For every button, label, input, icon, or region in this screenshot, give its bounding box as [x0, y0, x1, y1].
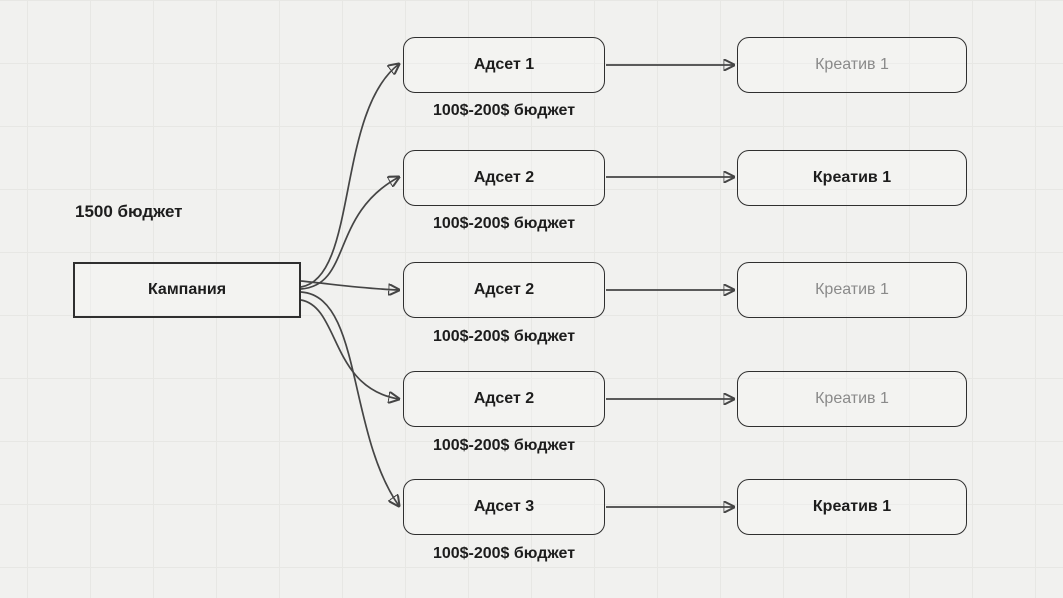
node-campaign[interactable]: Кампания	[73, 262, 301, 318]
adset-4-budget-label[interactable]: 100$-200$ бюджет	[432, 437, 576, 454]
node-campaign-label: Кампания	[147, 281, 227, 298]
edge-campaign-to-adset-1[interactable]	[300, 64, 399, 288]
node-creative-1-label: Креатив 1	[815, 56, 889, 73]
edge-campaign-to-adset-5[interactable]	[300, 291, 399, 506]
node-adset-4[interactable]: Адсет 2	[403, 371, 605, 427]
edge-campaign-to-adset-4[interactable]	[300, 299, 399, 399]
node-adset-5-label: Адсет 3	[473, 498, 535, 515]
node-creative-3[interactable]: Креатив 1	[737, 262, 967, 318]
node-adset-1-label: Адсет 1	[473, 56, 535, 73]
node-creative-1[interactable]: Креатив 1	[737, 37, 967, 93]
node-creative-2[interactable]: Креатив 1	[737, 150, 967, 206]
edge-campaign-to-adset-3[interactable]	[300, 280, 399, 290]
adset-3-budget-label[interactable]: 100$-200$ бюджет	[432, 328, 576, 345]
node-creative-3-label: Креатив 1	[815, 281, 889, 298]
adset-5-budget-label[interactable]: 100$-200$ бюджет	[432, 545, 576, 562]
node-adset-2[interactable]: Адсет 2	[403, 150, 605, 206]
node-creative-5-label: Креатив 1	[812, 498, 892, 515]
edge-campaign-to-adset-2[interactable]	[300, 177, 399, 290]
node-adset-3-label: Адсет 2	[473, 281, 535, 298]
node-adset-3[interactable]: Адсет 2	[403, 262, 605, 318]
adset-1-budget-label[interactable]: 100$-200$ бюджет	[432, 102, 576, 119]
campaign-budget-label[interactable]: 1500 бюджет	[75, 202, 183, 221]
node-creative-2-label: Креатив 1	[812, 169, 892, 186]
node-creative-4-label: Креатив 1	[815, 390, 889, 407]
node-adset-5[interactable]: Адсет 3	[403, 479, 605, 535]
adset-2-budget-label[interactable]: 100$-200$ бюджет	[432, 215, 576, 232]
node-creative-5[interactable]: Креатив 1	[737, 479, 967, 535]
node-adset-2-label: Адсет 2	[473, 169, 535, 186]
node-adset-1[interactable]: Адсет 1	[403, 37, 605, 93]
node-creative-4[interactable]: Креатив 1	[737, 371, 967, 427]
node-adset-4-label: Адсет 2	[473, 390, 535, 407]
